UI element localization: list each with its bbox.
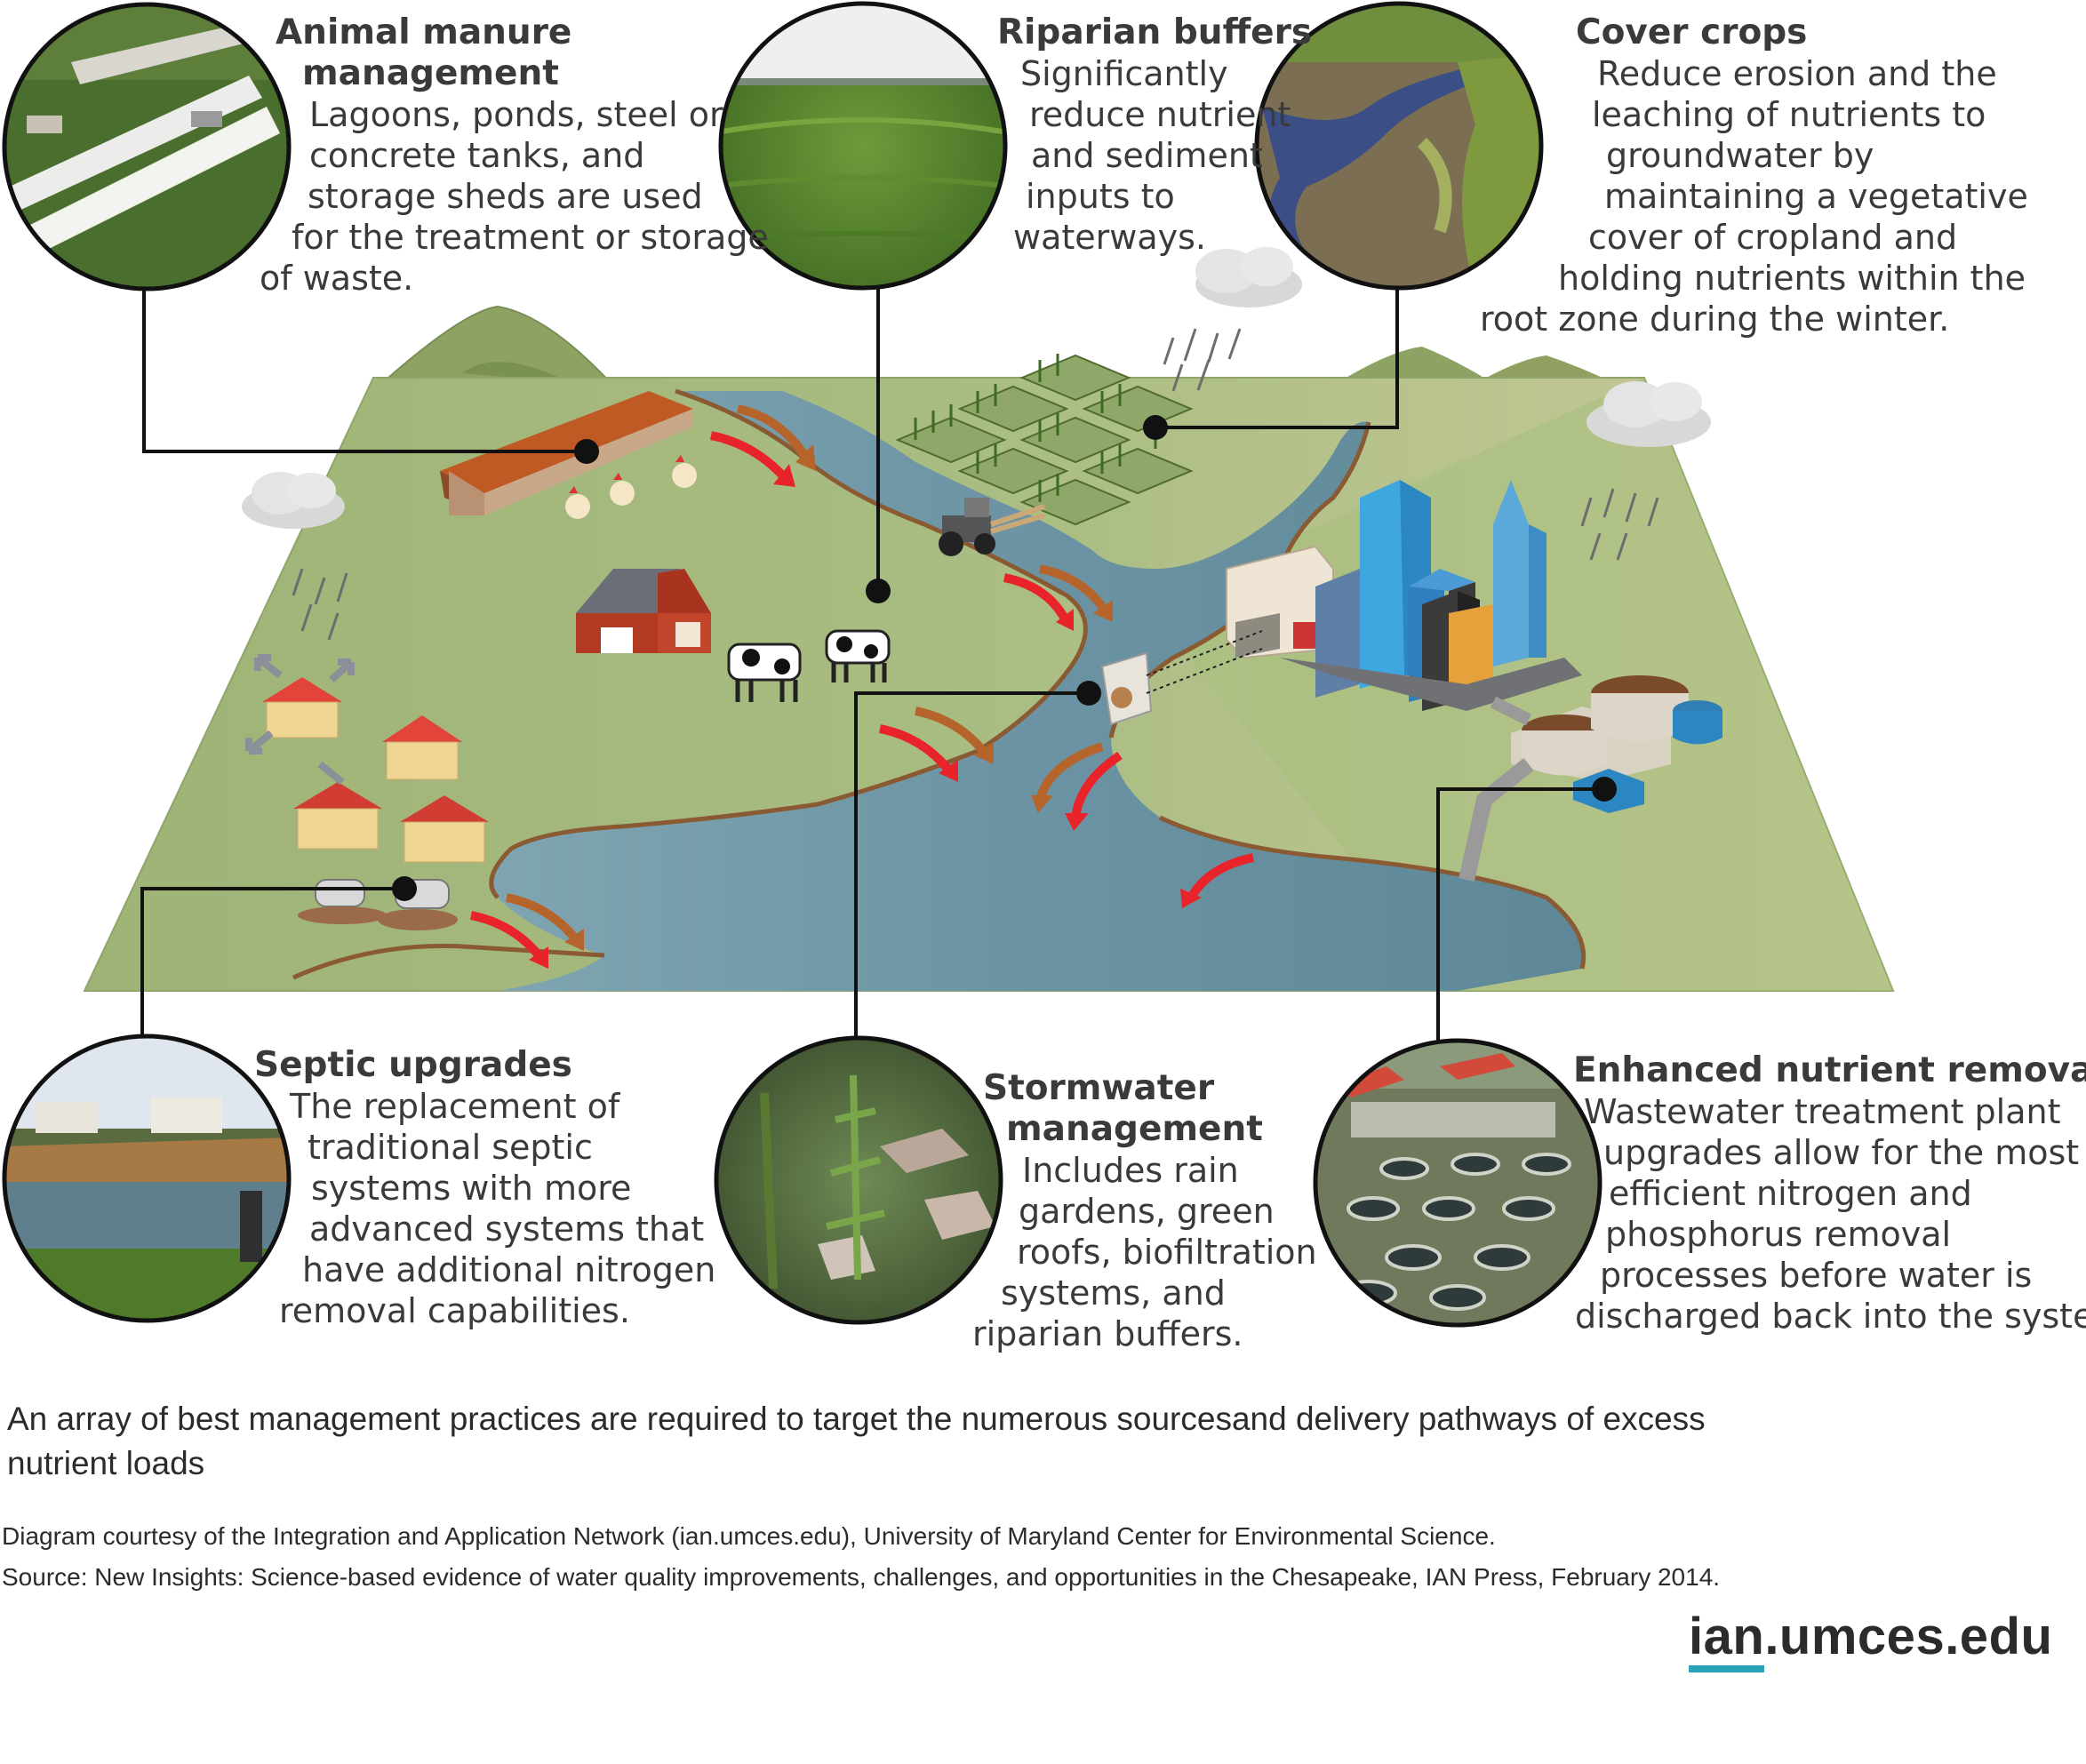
leader-dots [392,415,1617,901]
callout-cover: Cover crops Reduce erosion and the leach… [1480,12,2028,339]
callout-title: Enhanced nutrient removal [1573,1050,2086,1090]
red-barn [576,569,711,653]
callout-body: Lagoons, ponds, steel or concrete tanks,… [260,95,769,298]
callout-nutrient-removal: Enhanced nutrient removal Wastewater tre… [1573,1050,2086,1337]
callout-body: The replacement of traditional septic sy… [279,1087,716,1330]
crop-stalks [914,354,1157,502]
callout-title: Animal manure management [276,12,572,93]
wastewater-plant [1459,675,1722,882]
callout-riparian: Riparian buffers Significantly reduce nu… [997,12,1312,258]
figure-caption: An array of best management practices ar… [7,1401,1706,1481]
callout-body: Includes rain gardens, green roofs, biof… [972,1151,1317,1353]
credit-lines: Diagram courtesy of the Integration and … [2,1516,1720,1598]
credit-line-1: Diagram courtesy of the Integration and … [2,1522,1496,1550]
cloud-icon [1580,381,1711,561]
leader-lines [140,284,1604,1042]
logo-ian: ian [1689,1608,1765,1672]
city [1226,480,1582,711]
cows [727,629,891,702]
houses [245,654,489,863]
chickens [565,455,697,519]
callout-title: Septic upgrades [254,1045,572,1085]
callout-septic: Septic upgrades The replacement of tradi… [254,1045,715,1331]
photo-septic-site [2,1034,292,1323]
photo-manure-storage [2,2,292,291]
runoff-arrows [469,404,1255,969]
callout-body: Significantly reduce nutrient and sedime… [1013,54,1291,257]
callout-title: Riparian buffers [997,12,1313,52]
stormwater-outfall [1100,630,1263,726]
callout-manure: Animal manure management Lagoons, ponds,… [260,12,769,299]
cloud-icon [1163,247,1302,392]
credit-line-2: Source: New Insights: Science-based evid… [2,1563,1721,1591]
callout-title: Cover crops [1576,12,1808,52]
callout-title: Stormwater management [983,1068,1263,1149]
cloud-icon [242,472,348,641]
clouds [242,247,1711,641]
tractor [939,498,1045,556]
callout-body: Reduce erosion and the leaching of nutri… [1480,54,2028,339]
ian-logo: ian.umces.edu [1689,1607,2053,1672]
callout-body: Wastewater treatment plant upgrades allo… [1575,1092,2086,1336]
photo-treatment-plant [1313,1038,1602,1328]
photo-rain-garden [714,1035,1003,1325]
callout-stormwater: Stormwater management Includes rain gard… [972,1068,1317,1354]
logo-domain: .umces.edu [1764,1608,2053,1665]
